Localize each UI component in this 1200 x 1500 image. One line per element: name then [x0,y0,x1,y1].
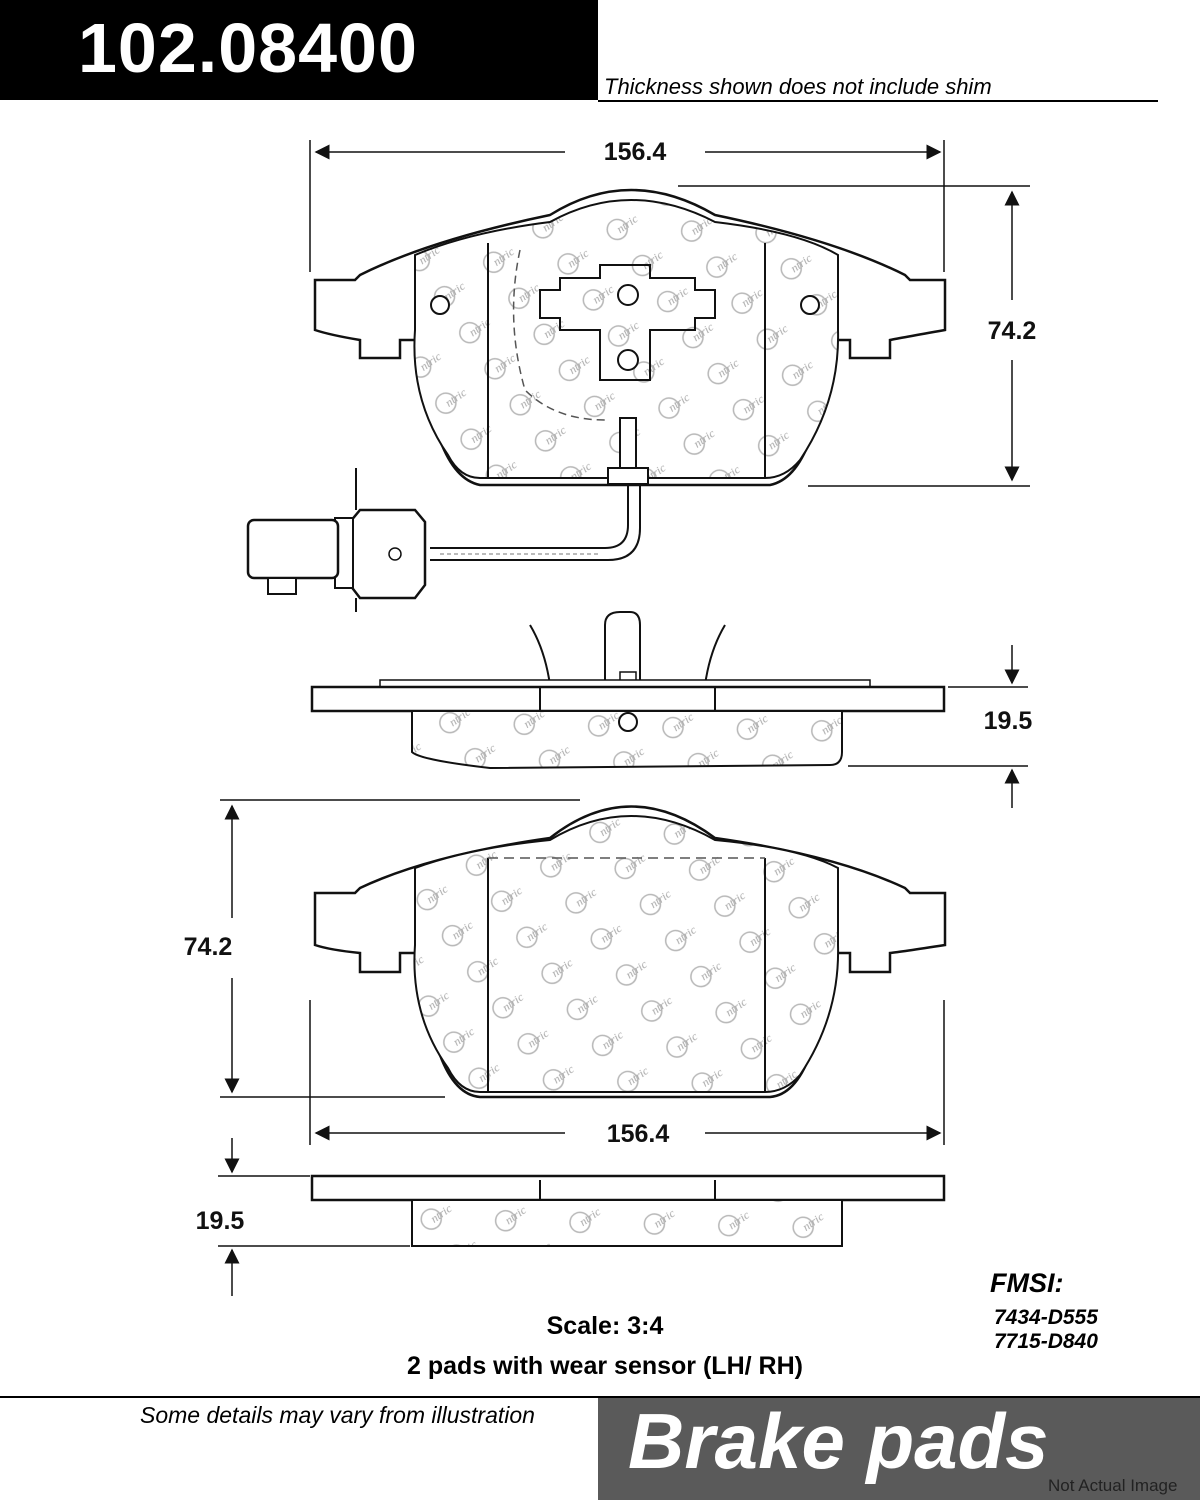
pads-description: 2 pads with wear sensor (LH/ RH) [407,1352,803,1380]
footer-divider [0,1396,1200,1398]
category-label: Brake pads [628,1397,1049,1485]
top-pad-dimensions [309,140,1030,487]
bottom-thickness-label: 19.5 [196,1207,245,1235]
bottom-height-label: 74.2 [184,933,233,961]
thickness-note: Thickness shown does not include shim [604,74,992,99]
category-banner [598,1398,1200,1500]
bottom-pad-dimensions [220,799,945,1145]
part-number: 102.08400 [78,9,418,87]
top-pad-front-view [246,188,947,612]
bottom-pad-front-view [313,805,947,1099]
bottom-side-dimensions [218,1138,410,1296]
part-number-banner [0,0,598,100]
top-thickness-label: 19.5 [984,707,1033,735]
fmsi-title: FMSI: [990,1268,1064,1298]
bottom-pad-side-view [310,1174,946,1247]
top-side-dimensions [848,645,1028,808]
fmsi-code: 7715-D840 [994,1330,1098,1353]
bottom-width-label: 156.4 [607,1120,670,1148]
top-width-label: 156.4 [604,138,667,166]
header-divider [598,100,1158,102]
variation-note: Some details may vary from illustration [140,1402,535,1428]
fmsi-code: 7434-D555 [994,1306,1098,1329]
top-pad-side-view [310,611,946,770]
scale-label: Scale: 3:4 [546,1312,664,1340]
disclaimer-text: Not Actual Image [1048,1476,1178,1495]
top-height-label: 74.2 [988,317,1037,345]
